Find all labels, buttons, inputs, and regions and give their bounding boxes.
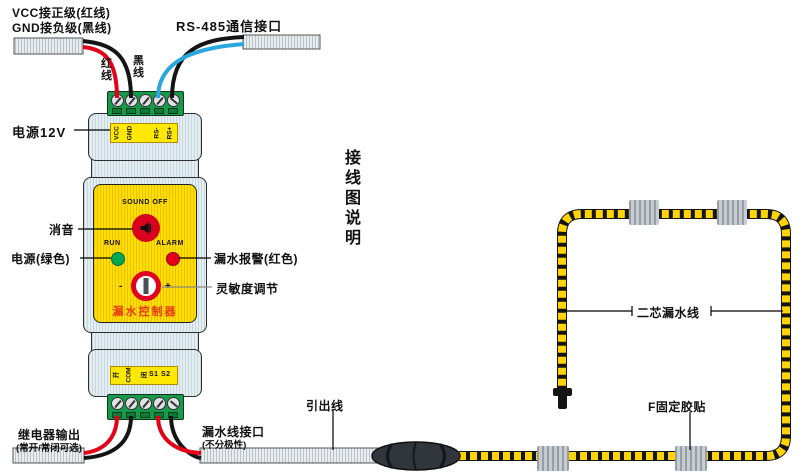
power-cable [13, 37, 84, 55]
rs485-blue-wire [156, 42, 245, 99]
red-wire-tag: 红线 [101, 58, 112, 82]
sensor-black-wire [169, 415, 202, 460]
sensitivity-label: 灵敏度调节 [216, 282, 279, 296]
alarm-label: ALARM [156, 240, 184, 247]
fixing-clip [675, 446, 707, 471]
minus-mark: - [119, 281, 123, 292]
plus-mark: + [165, 281, 172, 292]
fix-sticker-label: F固定胶贴 [648, 400, 706, 414]
cable-terminator [553, 388, 572, 409]
run-label: RUN [104, 240, 121, 247]
lead-wire-label: 引出线 [306, 399, 344, 413]
gnd-note: GND接负级(黑线) [12, 21, 112, 35]
power-led-label: 电源(绿色) [11, 252, 70, 266]
vcc-note: VCC接正级(红线) [12, 6, 111, 20]
two-core-label: 二芯漏水线 [637, 306, 700, 320]
black-wire-tag: 黑线 [133, 55, 144, 79]
rs485-black-wire [170, 35, 245, 99]
mute-button [132, 214, 160, 242]
terminal-label-gnd: GND [126, 125, 134, 141]
diagram-title: 接线图说明 [345, 150, 362, 247]
mute-label: 消音 [49, 223, 75, 237]
bottom-terminal-strip [110, 366, 178, 385]
splice-joint [371, 441, 461, 471]
alarm-led [166, 252, 180, 266]
speaker-icon [140, 222, 151, 234]
fixing-clip [717, 200, 747, 225]
relay-output-note: (常开/常闭可选) [16, 443, 82, 454]
terminal-label-s1s2: S1 S2 [149, 371, 171, 378]
sensor-red-wire [156, 415, 202, 455]
terminal-label-rs-plus: RS+ [166, 126, 174, 140]
leak-port-label: 漏水线接口 [202, 425, 265, 439]
terminal-label-nc: 闭 [141, 371, 148, 379]
fixing-clip [537, 446, 569, 471]
top-terminal-block [107, 91, 184, 116]
alarm-led-label: 漏水报警(红色) [214, 252, 298, 266]
rs485-note: RS-485通信接口 [176, 19, 283, 34]
leak-cable-loop [459, 209, 791, 461]
relay-output-label: 继电器输出 [18, 428, 81, 442]
top-terminal-strip [110, 123, 178, 143]
terminal-label-com: COM [125, 367, 133, 383]
bottom-terminal-block [107, 394, 184, 420]
terminal-label-rs-minus: RS- [153, 127, 161, 139]
relay-black-wire [83, 415, 133, 460]
rs485-cable [242, 34, 321, 50]
device-name: 漏水控制器 [112, 306, 178, 318]
fixing-clip [629, 200, 659, 225]
terminal-label-no: 开 [113, 371, 120, 379]
run-led [111, 252, 125, 266]
sound-off-text: SOUND OFF [122, 199, 168, 206]
power-12v-label: 电源12V [12, 125, 67, 140]
sensitivity-knob [131, 271, 161, 301]
terminal-label-vcc: VCC [113, 126, 121, 140]
leak-port-note: (不分极性) [202, 440, 247, 451]
relay-red-wire [83, 415, 119, 455]
